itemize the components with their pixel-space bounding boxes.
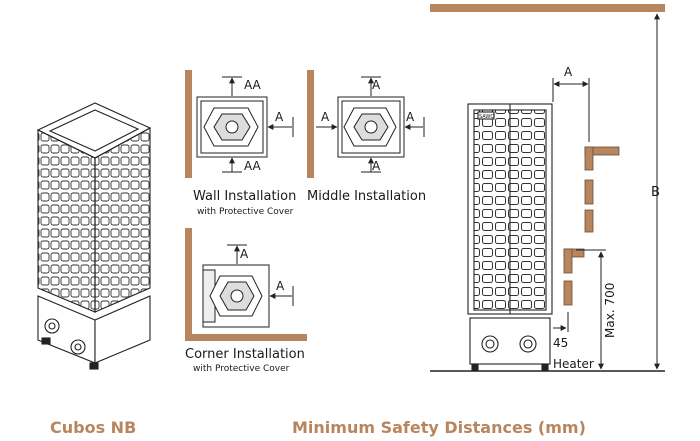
ceiling-panel — [430, 4, 665, 12]
product-caption: Cubos NB — [50, 418, 137, 437]
corner-installation-subtitle: with Protective Cover — [193, 364, 290, 374]
corner-installation-diagram: A A Corner Installation with Protective … — [185, 228, 307, 374]
heater-label: Heater — [553, 357, 594, 371]
max-height-label: Max. 700 — [603, 283, 617, 338]
corner-a-right-label: A — [276, 279, 285, 293]
offset-label: 45 — [553, 336, 568, 350]
corner-wall-horizontal — [185, 334, 307, 341]
elevation-a-label: A — [564, 65, 573, 79]
middle-installation-title: Middle Installation — [307, 189, 426, 204]
middle-a-top-label: A — [372, 78, 381, 92]
front-elevation-diagram: SAWO A B Max. 700 45 Heater — [430, 4, 665, 372]
corner-wall-vertical — [185, 228, 192, 340]
wall-installation-subtitle: with Protective Cover — [197, 207, 294, 217]
wall-installation-title: Wall Installation — [193, 189, 296, 204]
wall-aa-top-label: AA — [244, 78, 262, 92]
wall-aa-bottom-label: AA — [244, 159, 262, 173]
wall-a-label: A — [275, 110, 284, 124]
wall-panel — [185, 70, 192, 178]
middle-a-right-label: A — [406, 110, 415, 124]
corner-a-top-label: A — [240, 247, 249, 261]
middle-a-left-label: A — [321, 110, 330, 124]
safety-distances-caption: Minimum Safety Distances (mm) — [292, 418, 586, 437]
wall-installation-diagram: AA AA A Wall Installation with Protectiv… — [185, 70, 296, 217]
corner-installation-title: Corner Installation — [185, 347, 305, 362]
heater-3d-illustration — [36, 102, 152, 370]
middle-a-bottom-label: A — [372, 159, 381, 173]
elevation-b-label: B — [651, 185, 660, 200]
middle-wall-panel — [307, 70, 314, 178]
brand-label: SAWO — [479, 114, 494, 120]
middle-installation-diagram: A A A A Middle Installation — [307, 70, 426, 204]
